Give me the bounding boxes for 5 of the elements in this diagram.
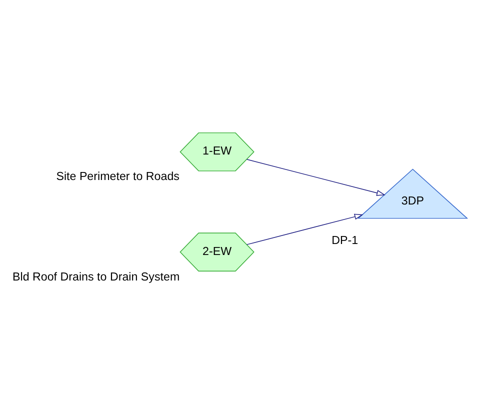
arrow	[246, 159, 386, 196]
node-label: Site Perimeter to Roads	[56, 170, 180, 184]
node-label: DP-1	[332, 234, 358, 248]
arrow	[246, 214, 364, 245]
node-label: Bld Roof Drains to Drain System	[12, 270, 180, 284]
